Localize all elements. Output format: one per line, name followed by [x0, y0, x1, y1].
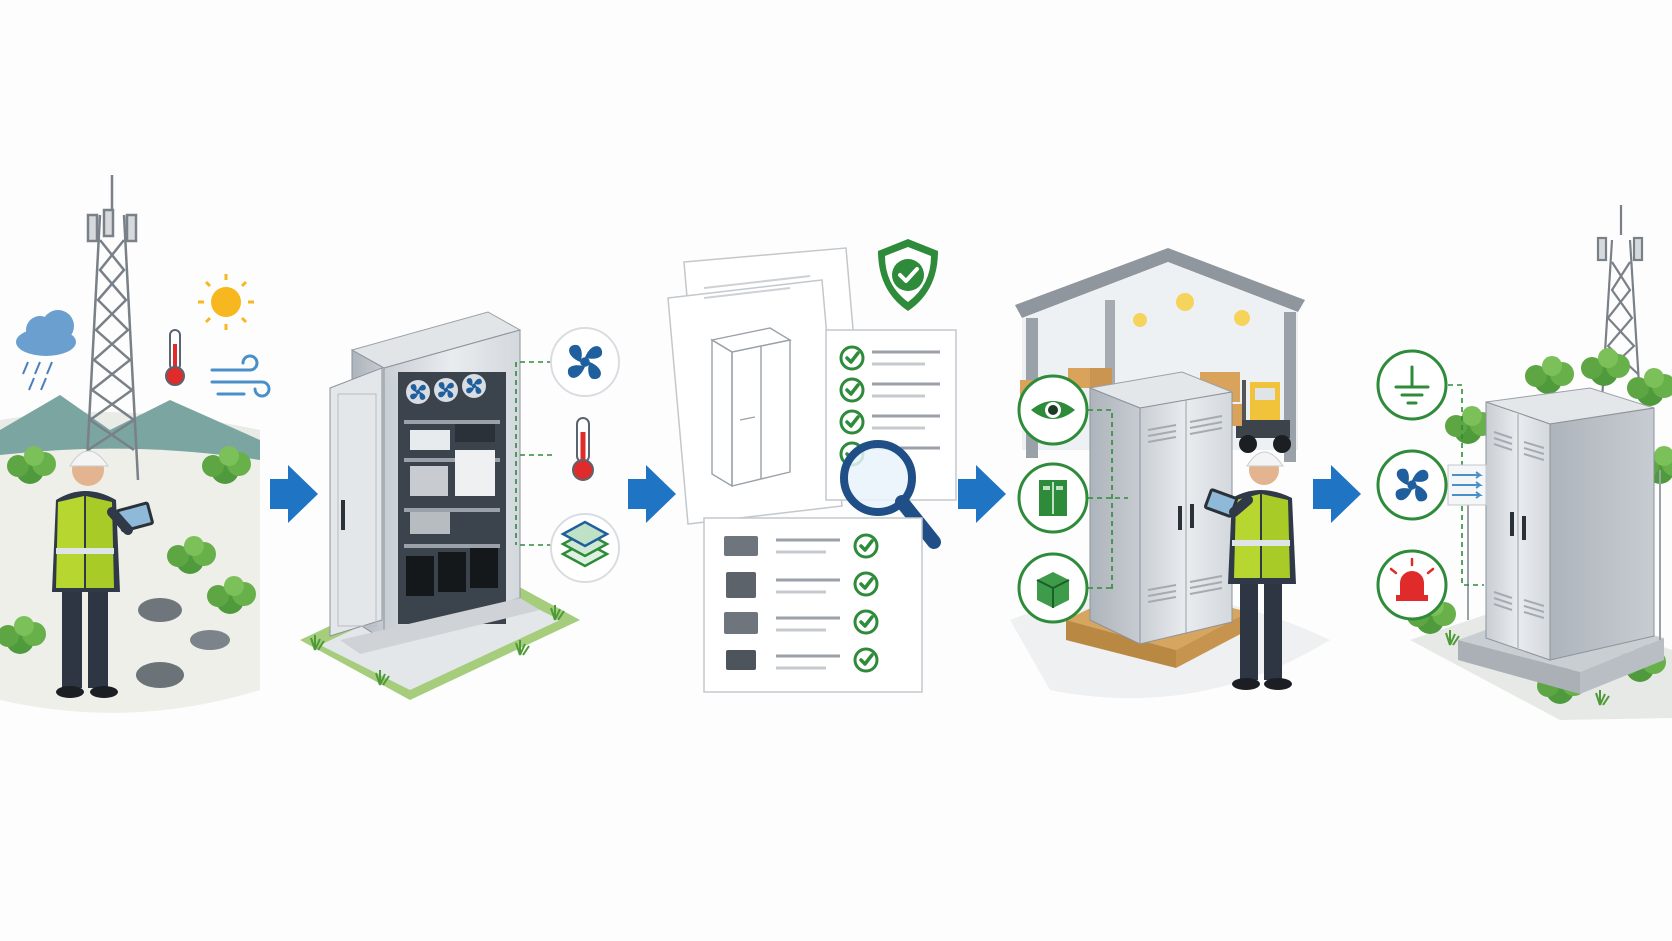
cabinet-icon: [1088, 371, 1234, 645]
shield-check-icon: [878, 239, 938, 311]
layers-icon: [550, 513, 620, 583]
drawing-sheets-icon: [667, 247, 867, 525]
fan-icon: [550, 327, 620, 397]
cabinet-icon: [1485, 387, 1655, 661]
engineer-with-tablet-icon: [1203, 451, 1296, 690]
arrow-right-icon: [958, 465, 1006, 523]
arrow-right-icon: [1313, 465, 1361, 523]
fan-airflow-icon: [1376, 449, 1487, 521]
open-cabinet-icon: [329, 311, 540, 654]
engineer-with-tablet-icon: [52, 450, 154, 698]
cabinet-check-icon: [1017, 462, 1089, 534]
wind-icon: [210, 354, 271, 398]
thermometer-icon: [165, 329, 185, 386]
thermometer-icon: [572, 417, 594, 481]
eye-icon: [1017, 374, 1089, 446]
stage-cabinet-design: [300, 311, 620, 700]
telecom-tower-icon: [84, 175, 140, 481]
ground-icon: [1376, 349, 1448, 421]
stage-document-review: [667, 239, 957, 693]
stage-site-installation: [1376, 205, 1672, 720]
stage-warehouse-inspection: [1010, 248, 1330, 699]
alarm-beacon-icon: [1376, 549, 1448, 621]
arrow-right-icon: [270, 465, 318, 523]
package-icon: [1017, 552, 1089, 624]
sun-icon: [198, 274, 254, 330]
rain-cloud-icon: [16, 310, 76, 391]
magnifier-icon: [840, 440, 941, 549]
arrow-right-icon: [628, 465, 676, 523]
component-checklist-icon: [703, 517, 923, 693]
stage-site-survey: [0, 175, 271, 713]
